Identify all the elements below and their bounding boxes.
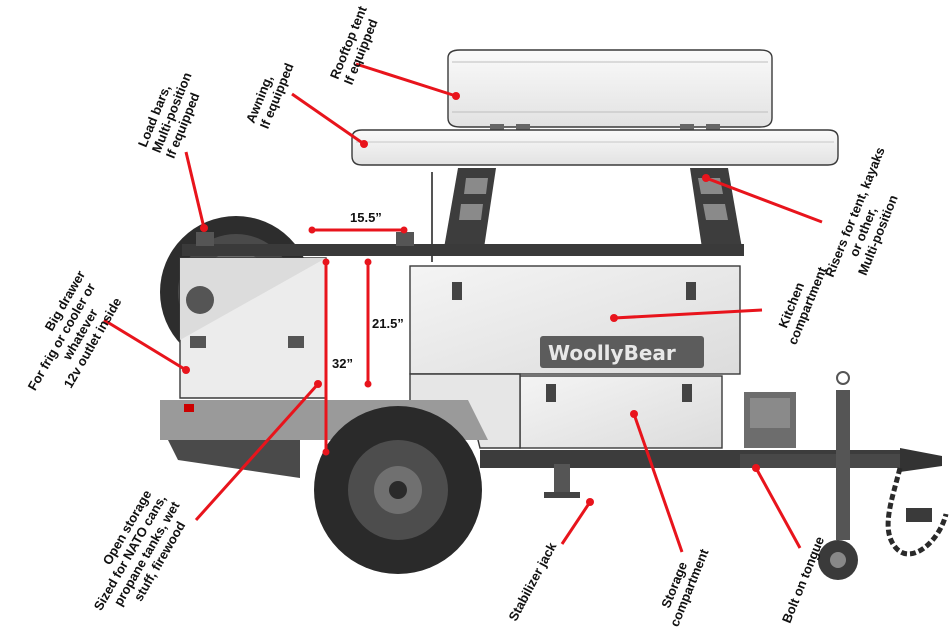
tongue-frame: [480, 448, 942, 472]
label-rooftop-tent: Rooftop tent If equipped: [327, 3, 381, 86]
dimension-lines: [308, 226, 408, 456]
awning: [351, 129, 839, 166]
dim-overall-height: 32”: [332, 356, 353, 371]
rooftop-tent: [447, 49, 773, 132]
stabilizer-jack: [544, 464, 580, 498]
main-wheel: [314, 406, 482, 574]
label-storage-compartment: Storage compartment: [658, 546, 712, 629]
big-drawer: [179, 257, 327, 399]
label-load-bars: Load bars, Multi-position If equipped: [135, 70, 203, 160]
storage-compartment: [519, 375, 723, 449]
safety-chain: [885, 467, 949, 557]
battery-box: [744, 392, 796, 448]
dim-rack-height: 21.5”: [372, 316, 404, 331]
brand-logo: WoollyBear: [548, 341, 676, 365]
label-big-drawer: Big drawer For frig or cooler or whateve…: [25, 268, 125, 393]
label-open-storage: Open storage Sized for NATO cans, propan…: [91, 487, 189, 613]
label-awning: Awning, If equipped: [243, 61, 297, 131]
label-stabilizer-jack: Stabilizer jack: [505, 539, 559, 623]
dim-rack-width: 15.5”: [350, 210, 382, 225]
riser-front: [690, 168, 742, 248]
svg-text:Bolt on tongue: Bolt on tongue: [779, 534, 827, 625]
tongue-jack: [818, 371, 858, 580]
label-kitchen-compartment: Kitchen compartment: [775, 264, 829, 347]
label-bolt-on-tongue: Bolt on tongue: [779, 534, 827, 625]
callout-leaders: [103, 62, 823, 553]
load-bar-rack: [182, 232, 744, 256]
riser-rear: [444, 168, 496, 248]
kitchen-compartment: WoollyBear: [409, 265, 741, 375]
svg-text:Stabilizer jack: Stabilizer jack: [505, 539, 559, 623]
label-risers: Risers for tent, kayaks or other, Multi-…: [822, 145, 901, 279]
